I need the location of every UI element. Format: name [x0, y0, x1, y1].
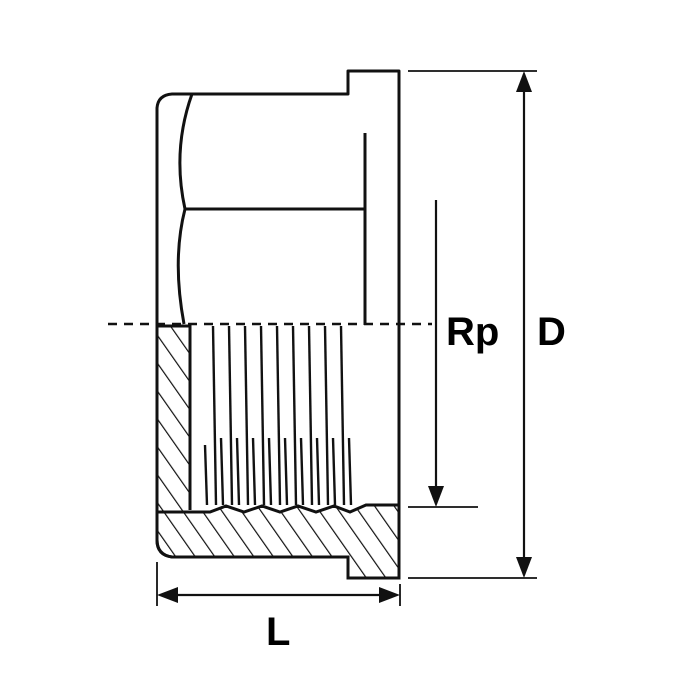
dimension-rp [408, 200, 478, 508]
thread-lines [203, 325, 353, 506]
length-label: L [266, 610, 291, 654]
dimension-d [408, 70, 537, 579]
hex-flats [176, 93, 194, 325]
diameter-label: D [537, 310, 566, 354]
thread-size-label: Rp [446, 310, 500, 354]
dimension-l [156, 562, 401, 606]
section-hatching [155, 324, 401, 580]
